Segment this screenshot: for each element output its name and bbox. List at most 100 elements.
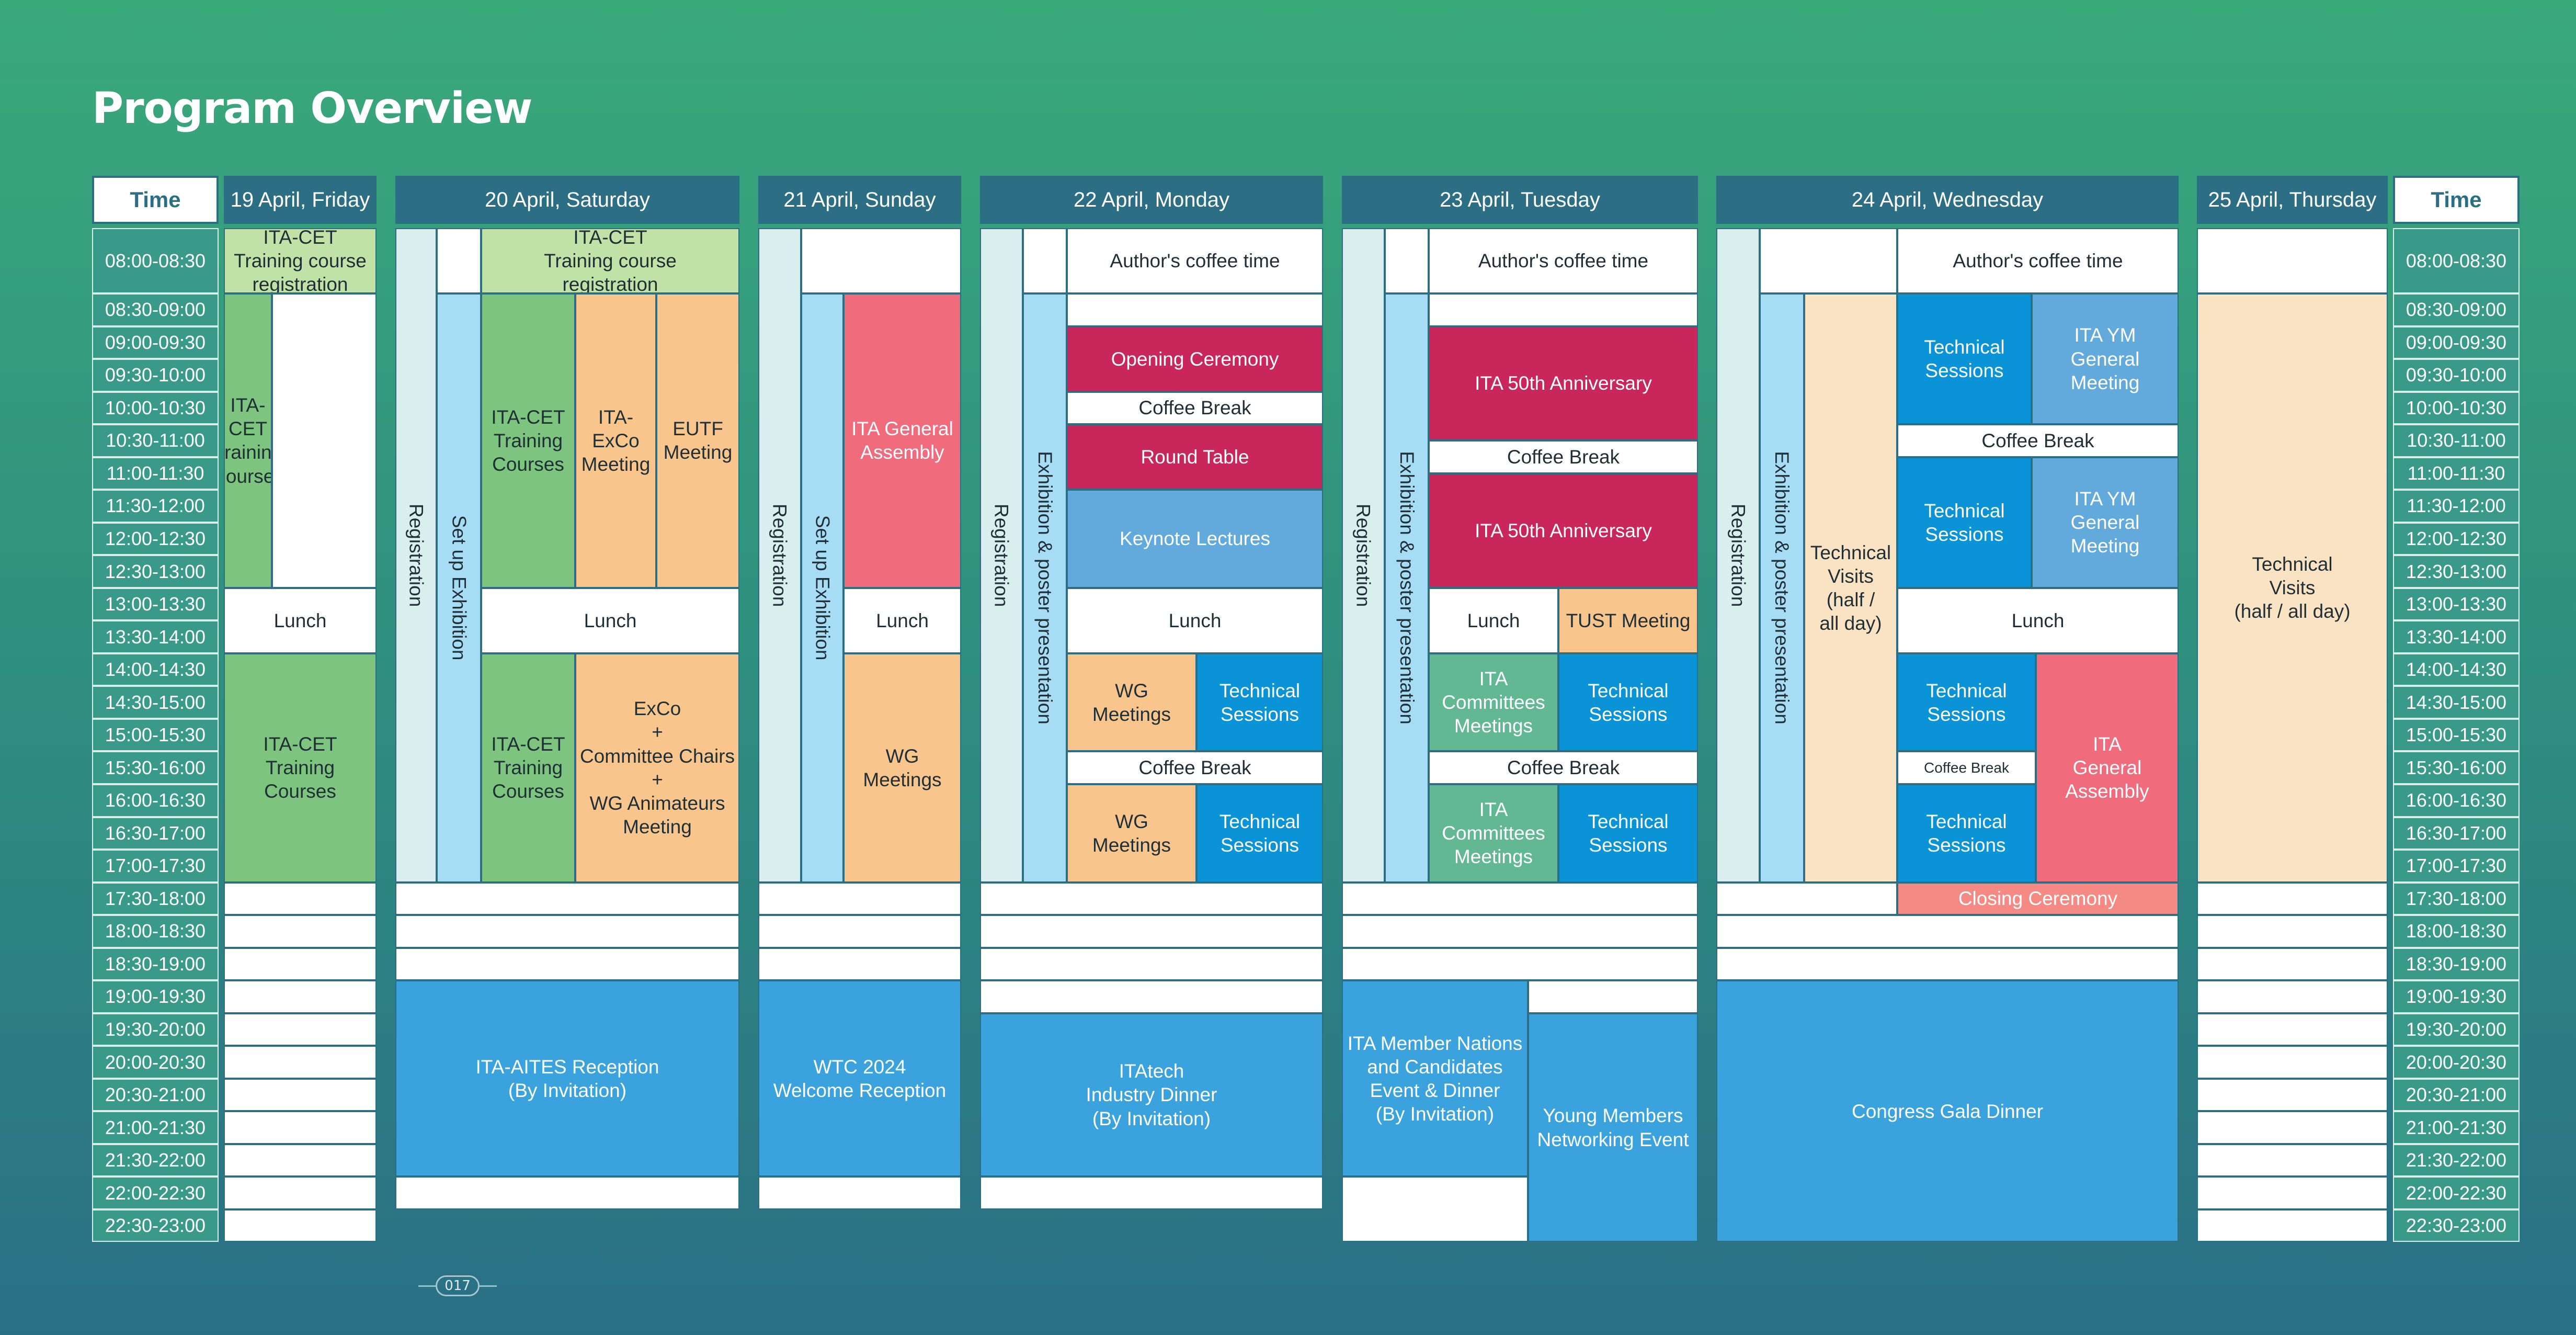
empty-slot xyxy=(395,1176,739,1209)
time-slot: 15:30-16:00 xyxy=(92,751,219,784)
event-label: Author's coffee time xyxy=(1953,250,2123,271)
time-slot: 08:30-09:00 xyxy=(2393,293,2520,326)
event-block: ExCo + Committee Chairs + WG Animateurs … xyxy=(575,653,739,883)
event-block: ITA Committees Meetings xyxy=(1429,653,1558,752)
empty-slot xyxy=(758,882,961,915)
page-number-rule xyxy=(418,1285,436,1287)
event-block: Technical Sessions xyxy=(1196,784,1323,883)
time-slot: 14:00-14:30 xyxy=(2393,653,2520,686)
page-number-rule xyxy=(479,1285,497,1287)
event-block: Lunch xyxy=(481,587,739,653)
event-block: Author's coffee time xyxy=(1897,228,2179,294)
event-label: TUST Meeting xyxy=(1566,609,1691,631)
empty-slot xyxy=(1385,228,1429,294)
empty-slot xyxy=(2197,1111,2388,1144)
event-label: WG Meetings xyxy=(1092,680,1171,725)
empty-slot xyxy=(2197,1046,2388,1079)
event-block: Technical Sessions xyxy=(1897,457,2032,588)
time-slot: 17:00-17:30 xyxy=(2393,850,2520,883)
empty-slot xyxy=(2197,915,2388,948)
time-slot: 20:30-21:00 xyxy=(92,1078,219,1112)
event-label: ITA-CET Training Courses xyxy=(263,733,337,802)
time-slot: 17:00-17:30 xyxy=(92,850,219,883)
event-label: Set up Exhibition xyxy=(812,515,834,661)
empty-slot xyxy=(2197,947,2388,981)
empty-slot xyxy=(395,882,739,915)
event-block: ITA-CET Training course registration xyxy=(481,228,739,294)
empty-slot xyxy=(224,1013,377,1046)
day-header: 20 April, Saturday xyxy=(395,176,739,224)
event-block: ITA-CET Training Courses xyxy=(481,653,575,883)
event-block: ITA General Assembly xyxy=(2036,653,2179,883)
event-block: Lunch xyxy=(224,587,377,653)
time-slot: 09:30-10:00 xyxy=(2393,359,2520,392)
event-block: Registration xyxy=(980,228,1023,883)
event-block: Technical Visits (half / all day) xyxy=(2197,293,2388,883)
empty-slot xyxy=(2197,1176,2388,1209)
day-header: 23 April, Tuesday xyxy=(1342,176,1698,224)
empty-slot xyxy=(1716,947,2179,981)
event-label: ITA YM General Meeting xyxy=(2070,488,2140,557)
time-slot: 14:00-14:30 xyxy=(92,653,219,686)
time-slot: 12:00-12:30 xyxy=(2393,522,2520,556)
time-slot: 21:00-21:30 xyxy=(2393,1111,2520,1144)
event-block: WG Meetings xyxy=(1067,784,1196,883)
event-block: Technical Sessions xyxy=(1196,653,1323,752)
event-block: Round Table xyxy=(1067,424,1323,490)
empty-slot xyxy=(980,947,1323,981)
event-block: Registration xyxy=(395,228,437,883)
event-label: Opening Ceremony xyxy=(1111,348,1279,370)
time-header: Time xyxy=(2393,176,2520,224)
event-block: Closing Ceremony xyxy=(1897,882,2179,915)
event-label: ITA-CET Training course registration xyxy=(234,228,367,294)
empty-slot xyxy=(2197,980,2388,1013)
time-slot: 18:30-19:00 xyxy=(92,947,219,981)
empty-slot xyxy=(980,915,1323,948)
time-slot: 16:00-16:30 xyxy=(92,784,219,817)
event-block: ITA-CET Training course registration xyxy=(224,228,377,294)
event-label: Technical Sessions xyxy=(1588,810,1669,856)
event-label: Lunch xyxy=(273,609,327,631)
empty-slot xyxy=(395,947,739,981)
event-block: Lunch xyxy=(1429,587,1558,653)
time-slot: 21:30-22:00 xyxy=(92,1144,219,1177)
event-label: ITA-CET Training Courses xyxy=(491,733,565,802)
event-block: WG Meetings xyxy=(1067,653,1196,752)
event-label: ITA 50th Anniversary xyxy=(1475,519,1652,541)
time-slot: 16:30-17:00 xyxy=(92,817,219,850)
time-slot: 09:00-09:30 xyxy=(92,326,219,359)
time-slot: 22:00-22:30 xyxy=(2393,1176,2520,1209)
event-label: ExCo + Committee Chairs + WG Animateurs … xyxy=(579,698,735,838)
event-block: ITA YM General Meeting xyxy=(2032,293,2179,425)
time-slot: 15:00-15:30 xyxy=(2393,718,2520,752)
event-block: Coffee Break xyxy=(1067,751,1323,784)
time-slot: 13:00-13:30 xyxy=(2393,587,2520,621)
time-slot: 08:00-08:30 xyxy=(2393,228,2520,294)
event-block: Opening Ceremony xyxy=(1067,326,1323,392)
event-block: Technical Sessions xyxy=(1897,293,2032,425)
empty-slot xyxy=(1023,228,1067,294)
event-block: Lunch xyxy=(844,587,961,653)
empty-slot xyxy=(437,228,481,294)
event-block: Coffee Break xyxy=(1429,751,1698,784)
event-block: Lunch xyxy=(1897,587,2179,653)
event-block: ITA General Assembly xyxy=(844,293,961,588)
empty-slot xyxy=(395,915,739,948)
event-block: Registration xyxy=(1342,228,1385,883)
time-slot: 11:00-11:30 xyxy=(2393,457,2520,490)
day-header: 19 April, Friday xyxy=(224,176,377,224)
event-block: Technical Sessions xyxy=(1897,653,2036,752)
event-label: Author's coffee time xyxy=(1478,250,1649,271)
event-label: Closing Ceremony xyxy=(1958,888,2118,910)
time-slot: 12:30-13:00 xyxy=(92,555,219,588)
event-label: Set up Exhibition xyxy=(448,515,470,661)
event-block: WG Meetings xyxy=(844,653,961,883)
event-block: ITA 50th Anniversary xyxy=(1429,326,1698,441)
empty-slot xyxy=(1342,882,1698,915)
time-slot: 16:30-17:00 xyxy=(2393,817,2520,850)
time-slot: 19:00-19:30 xyxy=(2393,980,2520,1013)
event-block: ITA-ExCo Meeting xyxy=(575,293,656,588)
empty-slot xyxy=(2197,1209,2388,1242)
event-block: Young Members Networking Event xyxy=(1528,1013,1698,1242)
event-label: ITA General Assembly xyxy=(851,418,953,463)
